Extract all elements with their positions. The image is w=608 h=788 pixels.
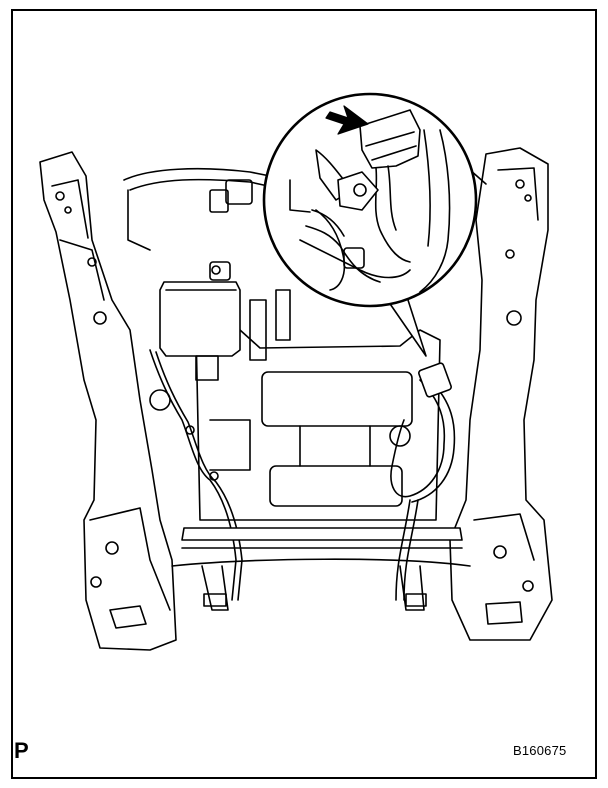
- view-label: P: [14, 738, 29, 763]
- figure-id: B160675: [513, 743, 567, 758]
- callout-pointer: [385, 297, 427, 357]
- right-wire-harness: [389, 362, 456, 601]
- left-wire-harness: [149, 289, 291, 601]
- right-side-rail: [449, 147, 553, 641]
- control-module: [159, 261, 241, 381]
- top-frame-bar: [123, 167, 487, 251]
- bottom-cross-bar: [171, 527, 471, 611]
- direction-arrow-icon: [325, 105, 369, 135]
- detail-magnifier: [262, 92, 478, 308]
- left-side-rail: [39, 151, 177, 651]
- seat-spring-panel: [195, 329, 441, 521]
